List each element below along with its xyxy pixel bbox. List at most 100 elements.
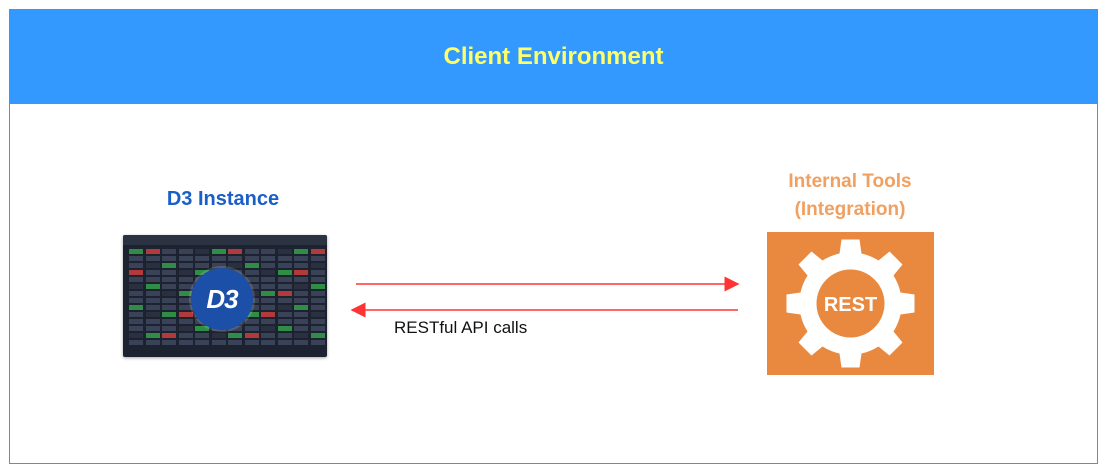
- screenshot-toolbar: [123, 235, 327, 245]
- dashboard-cell: [294, 312, 308, 317]
- dashboard-cell: [310, 291, 325, 296]
- dashboard-cell: [261, 263, 275, 268]
- dashboard-cell: [294, 305, 308, 310]
- dashboard-cell: [129, 249, 143, 254]
- dashboard-cell: [310, 263, 325, 268]
- dashboard-cell: [162, 305, 176, 310]
- internal-tools-title-line2: (Integration): [794, 199, 906, 220]
- dashboard-cell: [178, 340, 193, 345]
- dashboard-cell: [277, 305, 292, 310]
- client-environment-banner: Client Environment: [10, 10, 1097, 104]
- dashboard-cell: [228, 256, 242, 261]
- dashboard-cell: [294, 333, 308, 338]
- dashboard-cell: [178, 291, 193, 296]
- dashboard-cell: [277, 298, 292, 303]
- dashboard-column: [129, 249, 143, 353]
- dashboard-cell: [129, 256, 143, 261]
- dashboard-cell: [178, 333, 193, 338]
- dashboard-cell: [162, 291, 176, 296]
- dashboard-cell: [261, 249, 275, 254]
- dashboard-cell: [145, 319, 160, 324]
- dashboard-cell: [162, 284, 176, 289]
- dashboard-column: [178, 249, 193, 353]
- dashboard-cell: [228, 263, 242, 268]
- dashboard-cell: [277, 277, 292, 282]
- d3-instance-title: D3 Instance: [166, 188, 280, 210]
- dashboard-cell: [195, 340, 209, 345]
- dashboard-cell: [228, 249, 242, 254]
- dashboard-cell: [310, 284, 325, 289]
- dashboard-cell: [145, 249, 160, 254]
- dashboard-cell: [244, 312, 259, 317]
- dashboard-cell: [261, 298, 275, 303]
- dashboard-cell: [294, 249, 308, 254]
- dashboard-cell: [145, 270, 160, 275]
- dashboard-cell: [261, 291, 275, 296]
- dashboard-cell: [178, 256, 193, 261]
- dashboard-cell: [294, 263, 308, 268]
- dashboard-cell: [129, 284, 143, 289]
- dashboard-cell: [162, 312, 176, 317]
- dashboard-cell: [277, 333, 292, 338]
- dashboard-cell: [145, 305, 160, 310]
- dashboard-cell: [261, 270, 275, 275]
- dashboard-cell: [162, 256, 176, 261]
- dashboard-cell: [145, 312, 160, 317]
- dashboard-cell: [162, 270, 176, 275]
- dashboard-cell: [145, 284, 160, 289]
- dashboard-cell: [145, 277, 160, 282]
- dashboard-cell: [261, 277, 275, 282]
- dashboard-cell: [244, 333, 259, 338]
- dashboard-cell: [195, 263, 209, 268]
- dashboard-cell: [261, 326, 275, 331]
- dashboard-cell: [211, 263, 226, 268]
- d3-logo: D3: [191, 268, 253, 330]
- dashboard-cell: [211, 340, 226, 345]
- dashboard-cell: [294, 319, 308, 324]
- dashboard-cell: [129, 277, 143, 282]
- dashboard-cell: [162, 249, 176, 254]
- dashboard-cell: [277, 256, 292, 261]
- dashboard-cell: [277, 291, 292, 296]
- dashboard-cell: [244, 249, 259, 254]
- internal-tools-title: Internal Tools (Integration): [760, 168, 940, 224]
- dashboard-cell: [244, 270, 259, 275]
- dashboard-cell: [277, 263, 292, 268]
- dashboard-cell: [244, 284, 259, 289]
- dashboard-cell: [310, 305, 325, 310]
- dashboard-cell: [162, 333, 176, 338]
- dashboard-cell: [129, 263, 143, 268]
- dashboard-cell: [310, 312, 325, 317]
- dashboard-cell: [294, 277, 308, 282]
- dashboard-cell: [211, 256, 226, 261]
- banner-title: Client Environment: [443, 43, 664, 70]
- dashboard-cell: [178, 312, 193, 317]
- dashboard-cell: [277, 284, 292, 289]
- dashboard-cell: [129, 312, 143, 317]
- dashboard-cell: [129, 298, 143, 303]
- dashboard-cell: [162, 298, 176, 303]
- dashboard-cell: [162, 319, 176, 324]
- dashboard-cell: [310, 333, 325, 338]
- dashboard-cell: [277, 270, 292, 275]
- dashboard-cell: [294, 298, 308, 303]
- dashboard-column: [294, 249, 308, 353]
- dashboard-cell: [178, 270, 193, 275]
- dashboard-cell: [261, 333, 275, 338]
- dashboard-cell: [162, 340, 176, 345]
- dashboard-cell: [277, 249, 292, 254]
- dashboard-cell: [145, 340, 160, 345]
- dashboard-cell: [310, 298, 325, 303]
- dashboard-cell: [228, 326, 242, 331]
- dashboard-cell: [145, 263, 160, 268]
- dashboard-cell: [178, 263, 193, 268]
- dashboard-cell: [261, 340, 275, 345]
- rest-badge-text: REST: [824, 294, 877, 316]
- dashboard-cell: [129, 333, 143, 338]
- dashboard-cell: [129, 305, 143, 310]
- dashboard-cell: [310, 249, 325, 254]
- dashboard-column: [261, 249, 275, 353]
- dashboard-cell: [261, 319, 275, 324]
- dashboard-cell: [195, 256, 209, 261]
- dashboard-cell: [145, 291, 160, 296]
